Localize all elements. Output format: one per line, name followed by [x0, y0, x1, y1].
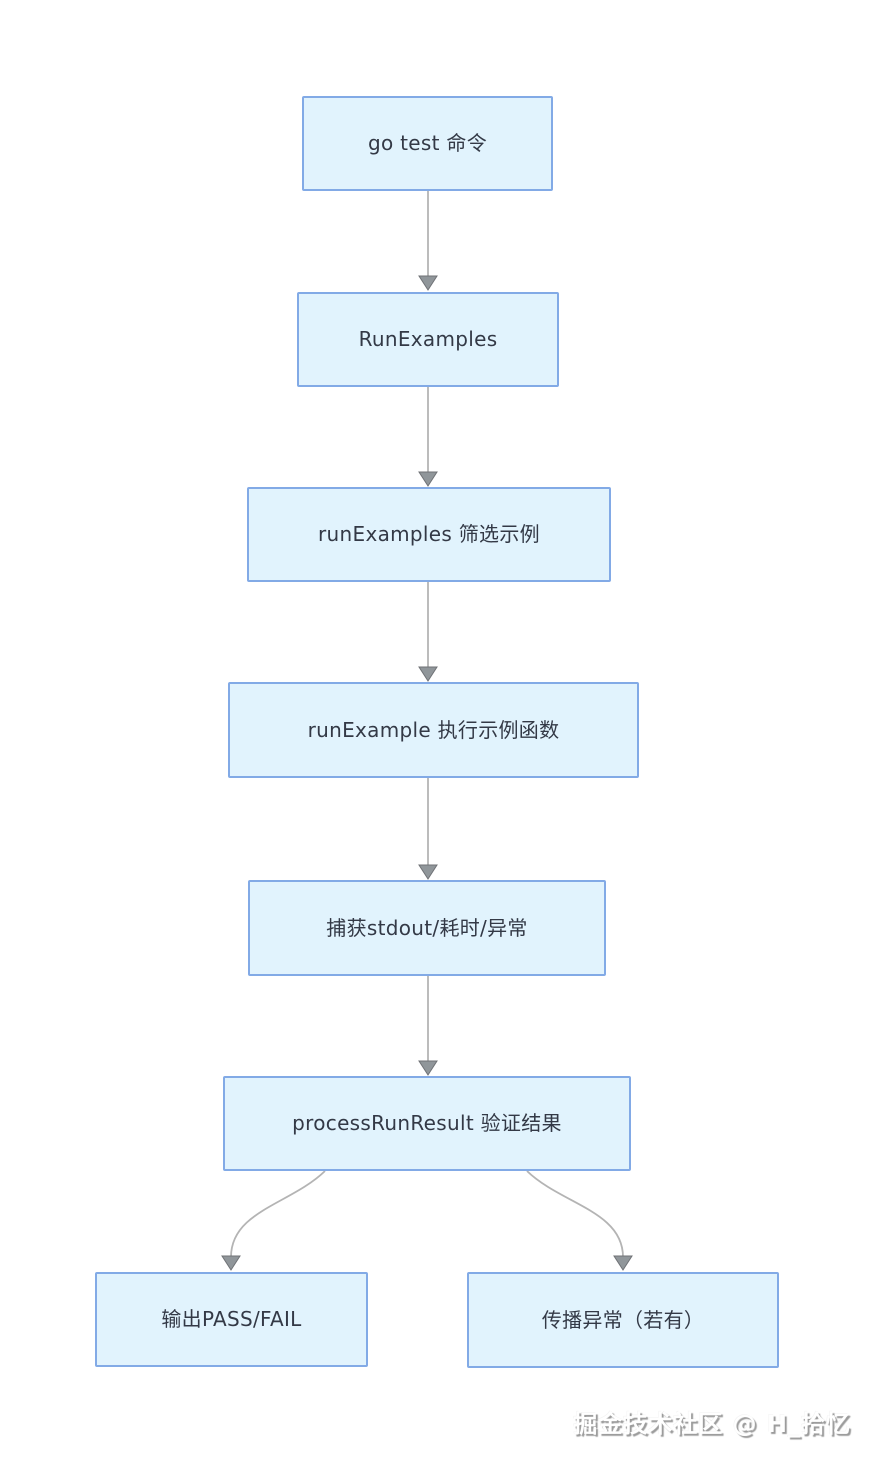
node-label: 捕获stdout/耗时/异常: [326, 915, 528, 940]
node-go-test-command: go test 命令: [302, 96, 553, 191]
edge-exec-to-capture: [418, 778, 438, 880]
watermark-text: 掘金技术社区 @ H_拾忆: [573, 1410, 851, 1438]
edge-process-to-passfail: [221, 1170, 326, 1271]
node-runexamples-filter: runExamples 筛选示例: [247, 487, 611, 582]
node-label: runExample 执行示例函数: [307, 717, 560, 742]
node-label: runExamples 筛选示例: [318, 522, 540, 546]
node-label: 传播异常（若有）: [541, 1307, 705, 1332]
node-output-pass-fail: 输出PASS/FAIL: [95, 1272, 368, 1367]
edge-go-test-to-runexamples: [418, 191, 438, 291]
edge-capture-to-process: [418, 976, 438, 1076]
node-label: go test 命令: [367, 131, 488, 155]
node-capture-stdout: 捕获stdout/耗时/异常: [248, 880, 606, 976]
node-processrunresult: processRunResult 验证结果: [223, 1076, 631, 1171]
node-label: RunExamples: [358, 327, 498, 351]
node-label: 输出PASS/FAIL: [161, 1307, 302, 1331]
node-runexample-execute: runExample 执行示例函数: [228, 682, 639, 778]
node-label: processRunResult 验证结果: [292, 1111, 562, 1135]
edge-filter-to-exec: [418, 582, 438, 682]
edge-runexamples-to-filter: [418, 387, 438, 487]
node-runexamples: RunExamples: [297, 292, 559, 387]
node-propagate-exception: 传播异常（若有）: [467, 1272, 779, 1368]
edge-process-to-propagate: [526, 1170, 633, 1271]
